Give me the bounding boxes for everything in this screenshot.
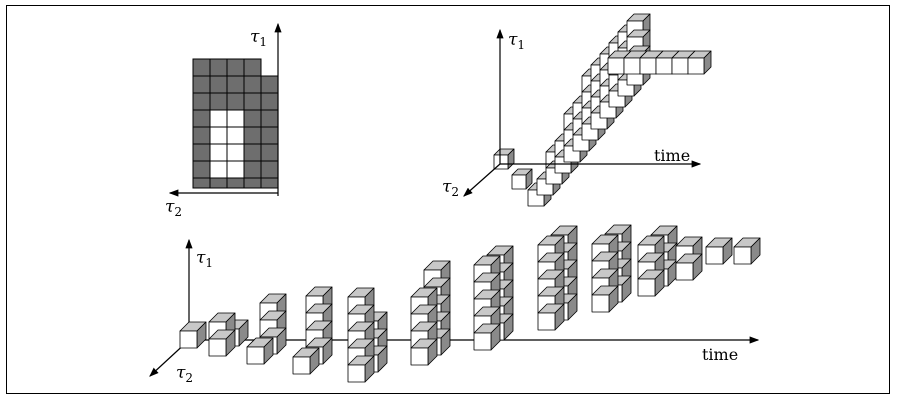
cube-front-face — [179, 330, 198, 349]
grid-cell — [209, 160, 228, 179]
grid-cell — [260, 126, 279, 145]
grid-cell — [192, 92, 211, 111]
panel-b-axes: τ1 τ2 time — [442, 28, 702, 199]
panel-a-tau1-label: τ1 — [250, 27, 267, 49]
cube — [591, 285, 619, 313]
grid-cell — [192, 75, 211, 94]
grid-cell — [243, 177, 262, 189]
cube-front-face — [733, 246, 752, 265]
grid-cell — [260, 177, 279, 189]
panel-b-tau2-axis — [463, 163, 501, 197]
grid-cell — [192, 126, 211, 145]
cube — [675, 253, 703, 281]
cube-front-face — [637, 278, 656, 297]
panel-c-tau2-label: τ2 — [176, 363, 193, 385]
cube-front-face — [511, 174, 527, 190]
cube — [637, 269, 665, 297]
cube — [687, 50, 712, 75]
grid-cell — [209, 75, 228, 94]
grid-cell — [260, 143, 279, 162]
grid-cell — [243, 92, 262, 111]
cube — [179, 321, 207, 349]
cube-front-face — [292, 356, 311, 375]
cube-front-face — [655, 57, 673, 75]
panel-b-tau1-label: τ1 — [508, 30, 525, 52]
cube-front-face — [607, 57, 625, 75]
grid-cell — [260, 109, 279, 128]
grid-cell — [226, 75, 245, 94]
cube-front-face — [347, 364, 366, 383]
cube — [292, 347, 320, 375]
cube — [537, 303, 565, 331]
grid-cell — [192, 160, 211, 179]
cube-front-face — [671, 57, 689, 75]
cube-front-face — [473, 332, 492, 351]
cube-front-face — [208, 338, 227, 357]
cube-front-face — [675, 262, 694, 281]
grid-cell — [226, 109, 245, 128]
figure-frame — [6, 5, 890, 394]
grid-cell — [192, 143, 211, 162]
grid-cell — [260, 160, 279, 179]
grid-cell — [209, 109, 228, 128]
panel-b-cubes — [493, 13, 712, 207]
grid-cell — [226, 160, 245, 179]
cube — [347, 355, 375, 383]
grid-cell — [192, 177, 211, 189]
cube — [733, 237, 761, 265]
cube — [410, 338, 438, 366]
cube — [246, 337, 274, 365]
cube-front-face — [591, 294, 610, 313]
cube-front-face — [537, 312, 556, 331]
panel-b-time-label: time — [654, 146, 690, 165]
grid-cell — [192, 109, 211, 128]
grid-cell — [243, 160, 262, 179]
grid-cell — [209, 58, 228, 77]
grid-cell — [209, 126, 228, 145]
grid-cell — [226, 143, 245, 162]
grid-cell — [192, 58, 211, 77]
cube — [208, 329, 236, 357]
grid-cell — [209, 143, 228, 162]
panel-c-columns — [179, 224, 761, 383]
grid-cell — [243, 75, 262, 94]
grid-cell — [226, 126, 245, 145]
cube — [705, 237, 733, 265]
cube-front-face — [705, 246, 724, 265]
grid-cell — [209, 92, 228, 111]
grid-cell — [260, 75, 279, 94]
grid-cell — [226, 92, 245, 111]
cube-front-face — [639, 57, 657, 75]
panel-a-axes: τ1 τ2 — [165, 22, 282, 219]
cube-front-face — [246, 346, 265, 365]
grid-cell — [243, 58, 262, 77]
panel-a-tau2-label: τ2 — [165, 197, 182, 219]
panel-c-time-label: time — [702, 345, 738, 364]
grid-cell — [209, 177, 228, 189]
grid-cell — [226, 58, 245, 77]
cube-front-face — [623, 57, 641, 75]
panel-c-tau1-label: τ1 — [196, 248, 213, 270]
grid-cell — [260, 92, 279, 111]
cube — [473, 323, 501, 351]
grid-cell — [243, 143, 262, 162]
panel-a-grid — [192, 58, 279, 189]
grid-cell — [226, 177, 245, 189]
grid-cell — [243, 109, 262, 128]
cube — [511, 168, 533, 190]
panel-b-tau2-label: τ2 — [442, 177, 459, 199]
cube-front-face — [410, 347, 429, 366]
grid-cell — [243, 126, 262, 145]
cube-front-face — [687, 57, 705, 75]
